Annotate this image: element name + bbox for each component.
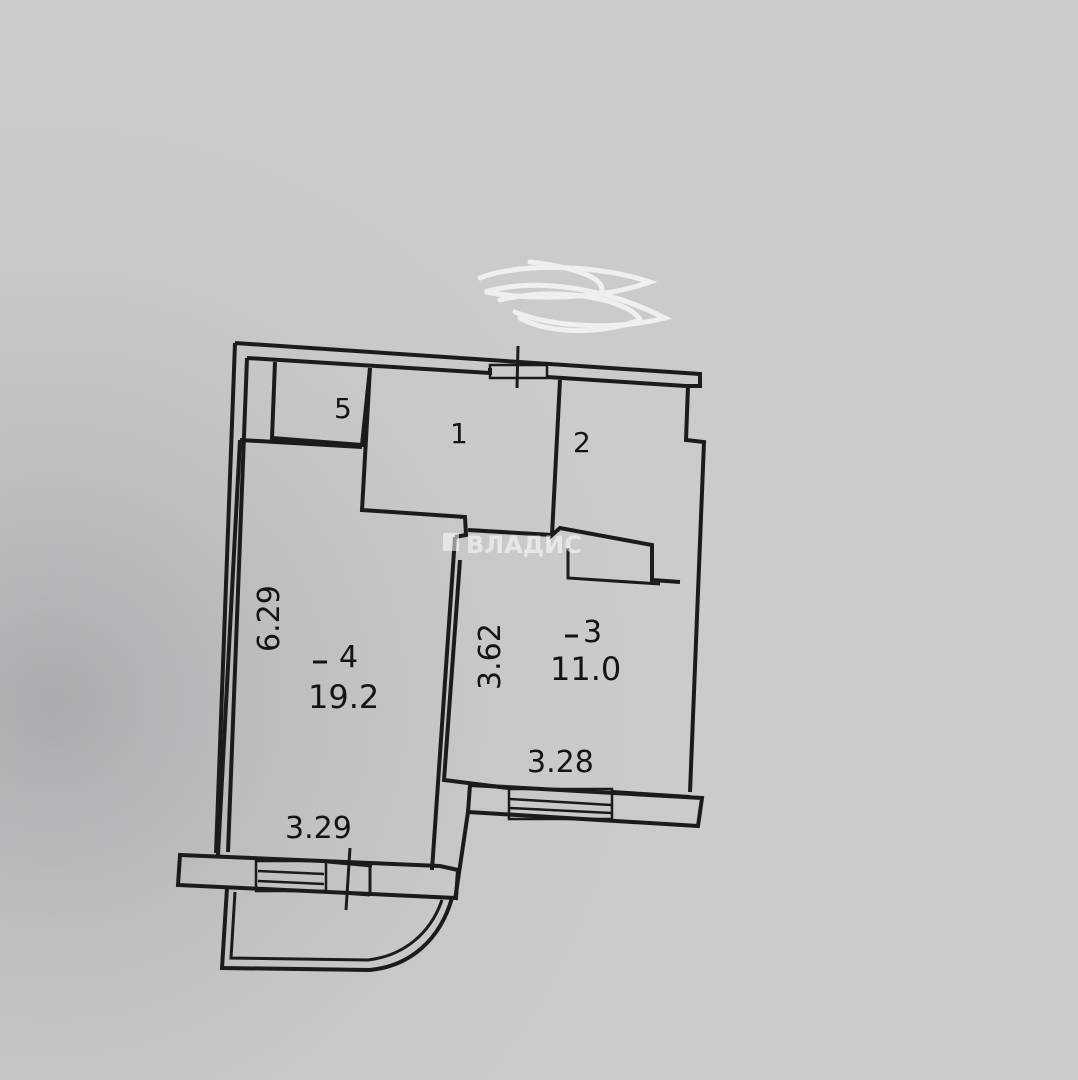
watermark: ВЛАДИС (443, 531, 582, 559)
room-2-walls (549, 379, 681, 584)
room-4-inner-wall (430, 536, 457, 871)
room-3-length: 3.62 (473, 623, 508, 690)
balcony (219, 887, 454, 973)
room-3-width: 3.28 (527, 745, 594, 780)
room-1-number: 1 (450, 417, 468, 450)
room-4-number: 4 (339, 640, 358, 675)
room-1-bottom-wall (467, 528, 553, 537)
room-3-area: 11.0 (550, 650, 621, 688)
entrance-door (488, 345, 549, 389)
scribble-mark (477, 259, 673, 334)
room-3-window (465, 782, 705, 829)
room-4-walls (239, 438, 363, 449)
room-4-window (175, 847, 461, 911)
watermark-text: ВЛАДИС (466, 531, 582, 559)
room-4-width: 3.29 (285, 811, 352, 846)
room-1-walls (359, 367, 469, 539)
room-5-number: 5 (334, 392, 352, 425)
room-2-step (566, 548, 661, 586)
room-4-area: 19.2 (308, 678, 379, 716)
room-4-left-wall (216, 439, 242, 856)
room-3-number: 3 (583, 615, 602, 650)
room-4-length: 6.29 (252, 585, 287, 652)
room-2-number: 2 (573, 426, 591, 459)
